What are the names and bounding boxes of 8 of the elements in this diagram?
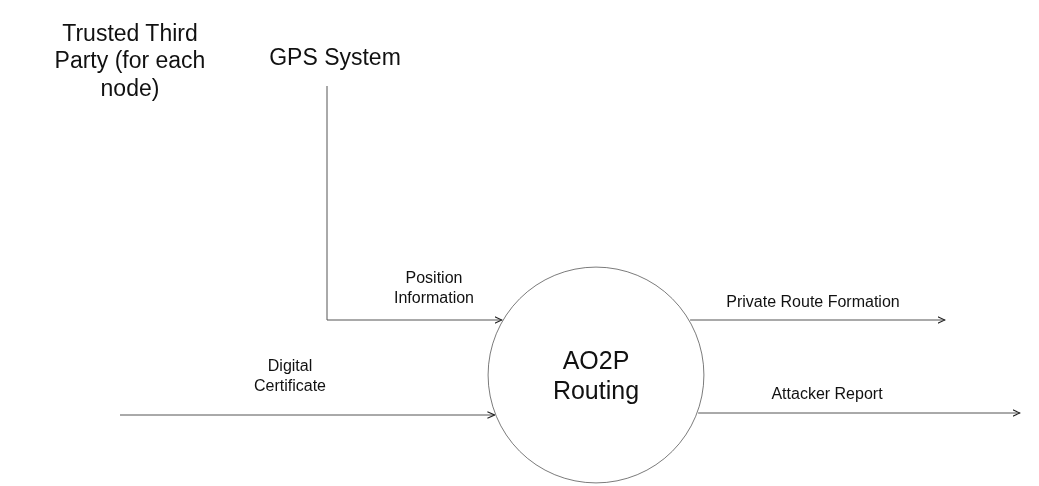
arrow: [326, 85, 503, 324]
arrow: [689, 316, 946, 324]
entity-name: GPS System: [269, 44, 401, 72]
process-circle: [487, 266, 705, 484]
arrow: [119, 411, 496, 419]
entity-name: Trusted Third Party (for each node): [53, 19, 207, 103]
process-name: AO2P Routing: [551, 345, 641, 405]
arrow: [697, 409, 1021, 417]
